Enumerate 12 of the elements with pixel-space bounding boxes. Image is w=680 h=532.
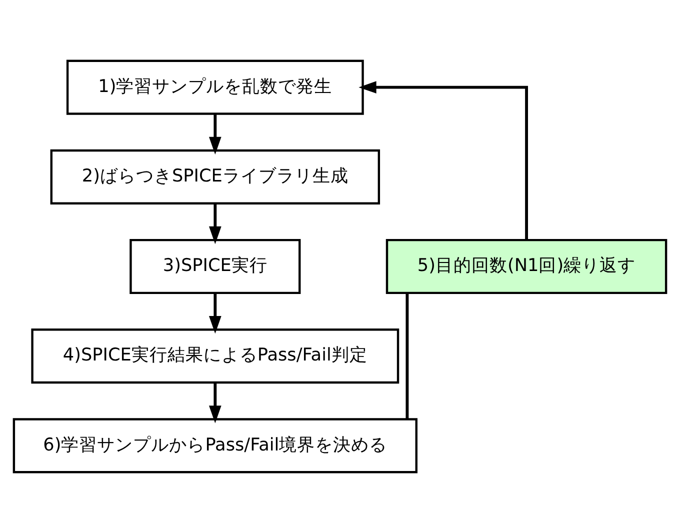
node-box: 6)学習サンプルからPass/Fail境界を決める (12, 418, 418, 473)
node-box: 1)学習サンプルを乱数で発生 (66, 59, 364, 114)
arrow (208, 203, 222, 244)
arrow (208, 382, 222, 423)
node-box: 3)SPICE実行 (130, 238, 301, 294)
arrow (358, 80, 528, 240)
arrow (208, 114, 222, 154)
node-box: 4)SPICE実行結果によるPass/Fail判定 (31, 328, 400, 384)
connector (406, 292, 409, 419)
arrow (208, 292, 222, 334)
node-box: 2)ばらつきSPICEライブラリ生成 (50, 148, 380, 204)
node-box: 5)目的回数(N1回)繰り返す (386, 238, 668, 294)
